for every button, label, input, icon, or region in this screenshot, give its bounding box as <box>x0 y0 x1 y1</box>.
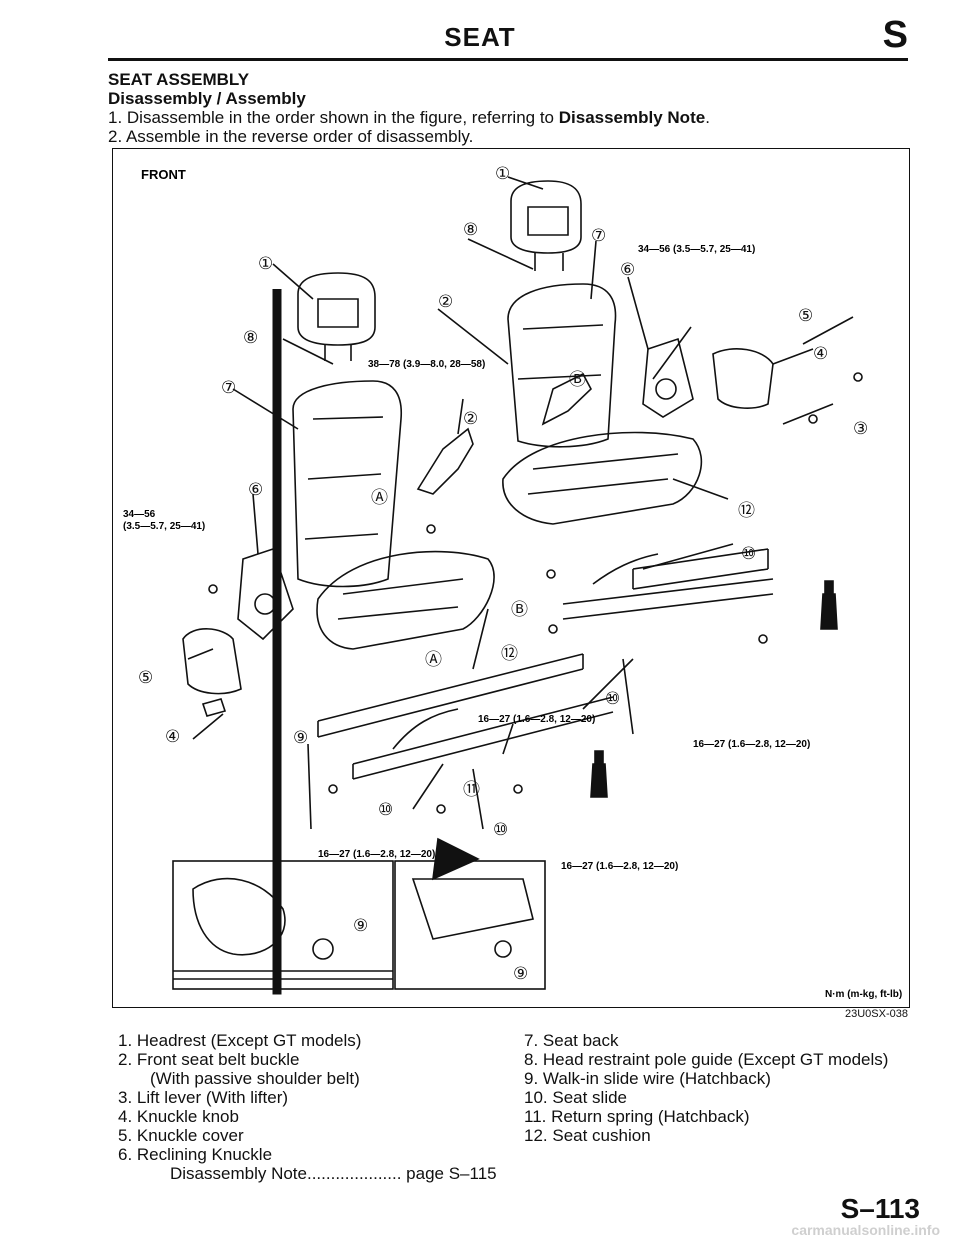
seat-slide-rear-shape <box>632 548 769 590</box>
torque-spec-headrest: 38—78 (3.9—8.0, 28—58) <box>368 359 485 370</box>
exploded-seat-diagram: FRONT 34—56 (3.5—5.7, 25—41) 38—78 (3.9—… <box>112 148 910 1008</box>
callout-6-rear: ⑥ <box>620 260 635 279</box>
seat-cushion-front-shape <box>316 550 495 650</box>
callout-b-upper: Ⓑ <box>569 370 586 389</box>
callout-9-inset-right: ⑨ <box>513 964 528 983</box>
callout-2-rear: ② <box>438 292 453 311</box>
callout-10-b: ⑩ <box>493 820 508 839</box>
parts-legend-left: 1. Headrest (Except GT models) 2. Front … <box>118 1031 497 1183</box>
callout-8-rear: ⑧ <box>463 220 478 239</box>
front-label: FRONT <box>141 167 186 182</box>
headrest-front-shape <box>297 272 376 346</box>
seat-back-rear-shape <box>507 283 617 448</box>
seat-back-front-shape <box>292 380 402 588</box>
grease-bottle-center <box>590 750 608 798</box>
headrest-rear-shape <box>510 180 582 254</box>
callout-12-rear: ⑫ <box>738 501 755 520</box>
legend-item: 9. Walk-in slide wire (Hatchback) <box>524 1069 771 1088</box>
callout-5-front: ⑤ <box>138 668 153 687</box>
legend-item-note: Disassembly Note.................... pag… <box>170 1164 497 1183</box>
header-rule <box>108 58 908 61</box>
legend-item-note: (With passive shoulder belt) <box>150 1069 360 1088</box>
legend-item: 12. Seat cushion <box>524 1126 651 1145</box>
torque-spec-bottom-left: 16—27 (1.6—2.8, 12—20) <box>318 849 435 860</box>
callout-8-front: ⑧ <box>243 328 258 347</box>
section-title: SEAT ASSEMBLY <box>108 70 250 89</box>
figure-code: 23U0SX-038 <box>845 1008 908 1020</box>
callout-7-front: ⑦ <box>221 378 236 397</box>
legend-item: 5. Knuckle cover <box>118 1126 244 1145</box>
callout-10-a: ⑩ <box>378 800 393 819</box>
callout-5-rear: ⑤ <box>798 306 813 325</box>
callout-9-main: ⑨ <box>293 728 308 747</box>
inset-pointer-left <box>272 289 282 995</box>
legend-item: 4. Knuckle knob <box>118 1107 239 1126</box>
torque-spec-left-a: 34—56 <box>123 509 156 520</box>
callout-3: ③ <box>853 419 868 438</box>
section-subtitle: Disassembly / Assembly <box>108 89 306 108</box>
instruction-step-1: 1. Disassemble in the order shown in the… <box>108 108 710 127</box>
page-number: S–113 <box>840 1193 920 1224</box>
torque-spec-top-right: 34—56 (3.5—5.7, 25—41) <box>638 244 755 255</box>
watermark: carmanualsonline.info <box>791 1222 940 1238</box>
callout-b-lower: Ⓑ <box>511 600 528 619</box>
callout-2-front: ② <box>463 409 478 428</box>
page-title: SEAT <box>444 22 516 52</box>
parts-legend-right: 7. Seat back 8. Head restraint pole guid… <box>524 1031 888 1145</box>
callout-1-rear: ① <box>495 164 510 183</box>
legend-item: 1. Headrest (Except GT models) <box>118 1031 362 1050</box>
torque-spec-left-b: (3.5—5.7, 25—41) <box>123 521 205 532</box>
callout-a-front: Ⓐ <box>371 488 388 507</box>
legend-item: 2. Front seat belt buckle <box>118 1050 300 1069</box>
legend-item: 11. Return spring (Hatchback) <box>524 1107 750 1126</box>
legend-item: 6. Reclining Knuckle <box>118 1145 273 1164</box>
inset-left-box <box>172 860 394 990</box>
torque-spec-slide-center: 16—27 (1.6—2.8, 12—20) <box>478 714 595 725</box>
callout-4-front: ④ <box>165 727 180 746</box>
callout-4-rear: ④ <box>813 344 828 363</box>
callout-11: ⑪ <box>463 780 480 799</box>
seat-cushion-rear-shape <box>502 431 703 525</box>
knuckle-cover-shape <box>182 628 242 695</box>
instruction-step-2: 2. Assemble in the reverse order of disa… <box>108 127 474 146</box>
legend-item: 7. Seat back <box>524 1031 619 1050</box>
legend-item: 3. Lift lever (With lifter) <box>118 1088 289 1107</box>
callout-a-rear: Ⓐ <box>425 650 442 669</box>
disassembly-note-ref: Disassembly Note <box>558 108 706 127</box>
legend-item: 8. Head restraint pole guide (Except GT … <box>524 1050 889 1069</box>
callout-6-front: ⑥ <box>248 480 263 499</box>
seat-slide-front-shape <box>317 653 584 738</box>
torque-spec-slide-right: 16—27 (1.6—2.8, 12—20) <box>693 739 810 750</box>
torque-spec-bottom-right: 16—27 (1.6—2.8, 12—20) <box>561 861 678 872</box>
callout-12-front: ⑫ <box>501 644 518 663</box>
legend-item: 10. Seat slide <box>524 1088 628 1107</box>
callout-9-inset-left: ⑨ <box>353 916 368 935</box>
belt-buckle-shape <box>416 427 474 495</box>
callout-1-front: ① <box>258 254 273 273</box>
callout-7-rear: ⑦ <box>591 226 606 245</box>
section-letter: S <box>882 14 908 56</box>
diagram-svg: FRONT 34—56 (3.5—5.7, 25—41) 38—78 (3.9—… <box>123 164 902 1000</box>
units-note: N·m (m-kg, ft-lb) <box>825 989 902 1000</box>
callout-10-c: ⑩ <box>605 689 620 708</box>
grease-bottle-right <box>820 580 838 630</box>
callout-10-d: ⑩ <box>741 544 756 563</box>
